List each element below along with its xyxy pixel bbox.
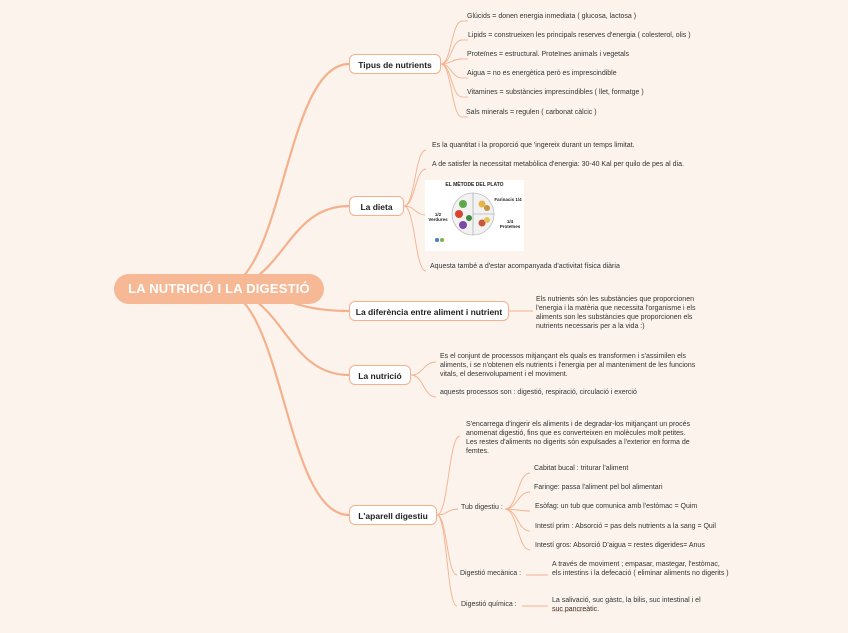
leaf-faringe[interactable]: Faringe: passa l'aliment pel bol aliment… <box>534 484 663 491</box>
branch-la-dieta[interactable]: La dieta <box>349 196 404 216</box>
leaf-diferencia-text[interactable]: Els nutrients són les substàncies que pr… <box>536 296 696 330</box>
plate-title: EL MÈTODE DEL PLATO <box>445 182 504 188</box>
leaf-sals-minerals[interactable]: Sals minerals = regulen ( carbonat càlci… <box>466 109 597 116</box>
plate-label-proteines: 1/4 Proteïnes <box>499 219 521 229</box>
leaf-dieta-definicio[interactable]: Es la quantitat i la proporció que 'inge… <box>432 142 635 149</box>
leaf-vitamines[interactable]: Vitamines = substàncies imprescindibles … <box>467 89 644 96</box>
root-topic[interactable]: LA NUTRICIÓ I LA DIGESTIÓ <box>114 274 324 304</box>
link-aparell-tub <box>436 508 459 516</box>
plate-method-image[interactable]: EL MÈTODE DEL PLATO Farinacis 1/4 1/2 Ve… <box>425 180 524 251</box>
link-root-aparell <box>218 287 350 517</box>
link-aparell-def <box>436 435 461 516</box>
leaf-mecanica-text[interactable]: A través de moviment ; empasar, mastegar… <box>552 561 729 577</box>
plate-label-verdures: 1/2 Verdures <box>428 212 448 222</box>
leaf-lipids[interactable]: Lipids = construeixen les principals res… <box>468 32 691 39</box>
link-tub-1 <box>504 491 531 510</box>
link-tub-0 <box>504 472 531 510</box>
leaf-digestio-quimica[interactable]: Digestió química : <box>461 601 517 608</box>
link-tipus-5 <box>440 63 463 118</box>
link-tipus-1 <box>440 39 463 65</box>
link-dieta-2 <box>403 205 427 216</box>
branch-diferencia-aliment-nutrient[interactable]: La diferència entre aliment i nutrient <box>349 301 509 321</box>
leaf-cavitat-bucal[interactable]: Cabitat bucal : triturar l'aliment <box>534 465 629 472</box>
link-dieta-1 <box>403 168 427 207</box>
leaf-digestio-mecanica[interactable]: Digestió mecànica : <box>460 570 522 577</box>
leaf-tub-digestiu[interactable]: Tub digestiu : <box>461 504 503 511</box>
branch-tipus-de-nutrients[interactable]: Tipus de nutrients <box>349 54 441 74</box>
link-dieta-0 <box>403 149 427 207</box>
branch-la-nutricio[interactable]: La nutrició <box>349 365 411 385</box>
leaf-aigua[interactable]: Aigua = no es energètica però es impresc… <box>467 70 617 77</box>
leaf-nutricio-definicio[interactable]: Es el conjunt de processos mitjançant el… <box>440 353 696 378</box>
plate-illustration <box>435 192 495 242</box>
link-tipus-0 <box>440 20 463 65</box>
leaf-intesti-gros[interactable]: Intestí gros: Absorció D'aigua = restes … <box>535 542 705 549</box>
leaf-dieta-activitat[interactable]: Aquesta també a d'estar acompanyada d'ac… <box>430 263 620 270</box>
leaf-esofag[interactable]: Esòfag: un tub que comunica amb l'estòma… <box>535 503 698 510</box>
link-tub-4 <box>504 508 531 551</box>
link-nutricio-def <box>410 361 437 376</box>
link-nutricio-proc <box>410 374 437 398</box>
leaf-aparell-definicio[interactable]: S'encarrega d'ingerir els aliments i de … <box>466 421 691 455</box>
plate-label-farinacis: Farinacis 1/4 <box>494 197 522 202</box>
link-dieta-3 <box>403 205 427 272</box>
link-aparell-quimica <box>436 514 458 607</box>
link-aparell-mecanica <box>436 514 458 576</box>
leaf-intesti-prim[interactable]: Intestí prim : Absorció = pas dels nutri… <box>535 523 716 530</box>
leaf-quimica-text[interactable]: La salivació, suc gàstc, la bilis, suc i… <box>552 597 701 613</box>
link-root-tipus <box>218 62 350 291</box>
link-tub-3 <box>504 508 531 532</box>
leaf-dieta-energia[interactable]: A de satisfer la necessitat metabòlica d… <box>432 161 684 168</box>
branch-aparell-digestiu[interactable]: L'aparell digestiu <box>349 505 437 525</box>
leaf-proteines[interactable]: Proteïnes = estructural. Proteïnes anima… <box>467 51 630 58</box>
leaf-glucids[interactable]: Glúcids = donen energia inmediata ( gluc… <box>467 13 637 20</box>
leaf-nutricio-processos[interactable]: aquests processos son : digestió, respir… <box>440 389 637 396</box>
